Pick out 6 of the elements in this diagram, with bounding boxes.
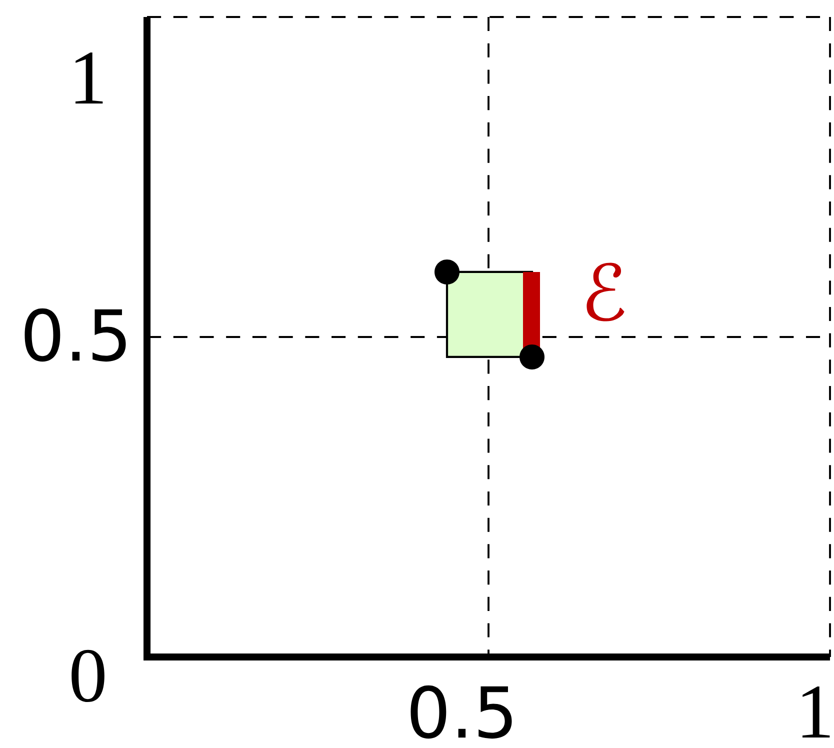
tick-label: 1 (75, 52, 103, 104)
epsilon-label: ℰ (586, 262, 624, 322)
tick-label: 0.5 (24, 308, 126, 362)
tick-label: 0.5 (410, 685, 512, 739)
tick-label: 1 (802, 686, 830, 738)
tick-label: 0 (72, 650, 104, 702)
